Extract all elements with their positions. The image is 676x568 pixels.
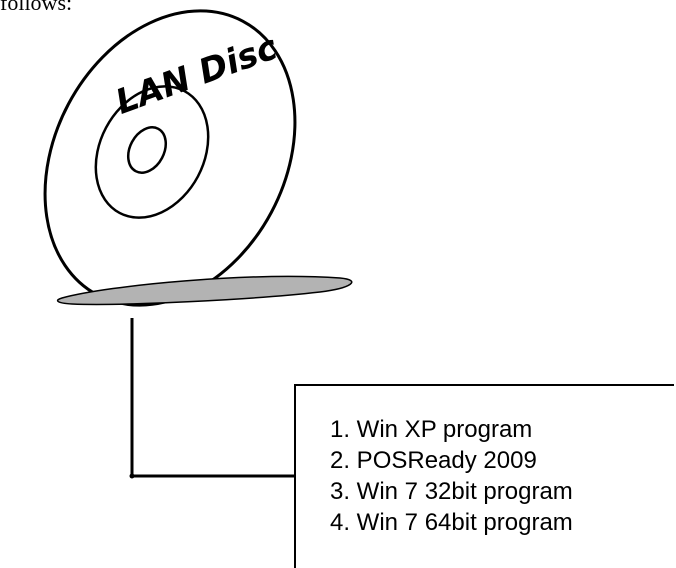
program-item-posready-2009: 2. POSReady 2009 [330, 447, 537, 474]
intro-text-fragment: follows: [0, 0, 73, 15]
disc-hub-ring [94, 85, 210, 219]
program-list: 1. Win XP program 2. POSReady 2009 3. Wi… [330, 414, 573, 538]
program-item-win7-64bit: 4. Win 7 64bit program [330, 509, 573, 536]
connector-joint [129, 473, 135, 479]
program-list-box: 1. Win XP program 2. POSReady 2009 3. Wi… [294, 384, 674, 568]
disc-shadow [56, 275, 353, 306]
disc-icon: LAN Disc [43, 9, 297, 307]
program-item-win-xp: 1. Win XP program [330, 416, 533, 443]
disc-center-hole [126, 126, 168, 174]
connector-line [130, 318, 296, 478]
program-item-win7-32bit: 3. Win 7 32bit program [330, 478, 573, 505]
